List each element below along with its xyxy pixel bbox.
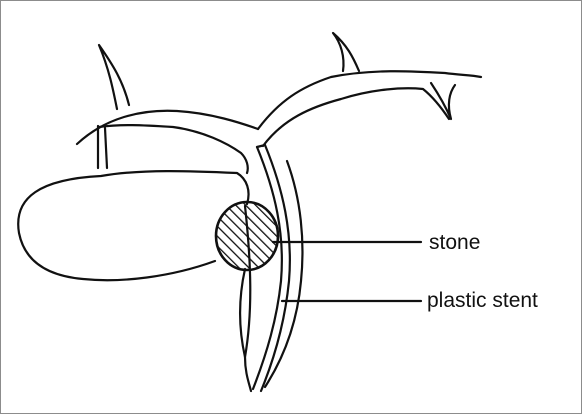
left-duct-stub	[98, 126, 107, 168]
gallbladder-outline	[18, 171, 248, 280]
stone	[211, 197, 285, 275]
stent-label: plastic stent	[427, 289, 538, 312]
stone-label: stone	[429, 231, 480, 254]
right-branch-up	[333, 33, 359, 71]
left-branch	[99, 45, 129, 109]
gallbladder-neck	[240, 269, 245, 357]
common-bile-duct-right	[265, 161, 302, 387]
left-hepatic-duct-lower	[99, 125, 248, 173]
